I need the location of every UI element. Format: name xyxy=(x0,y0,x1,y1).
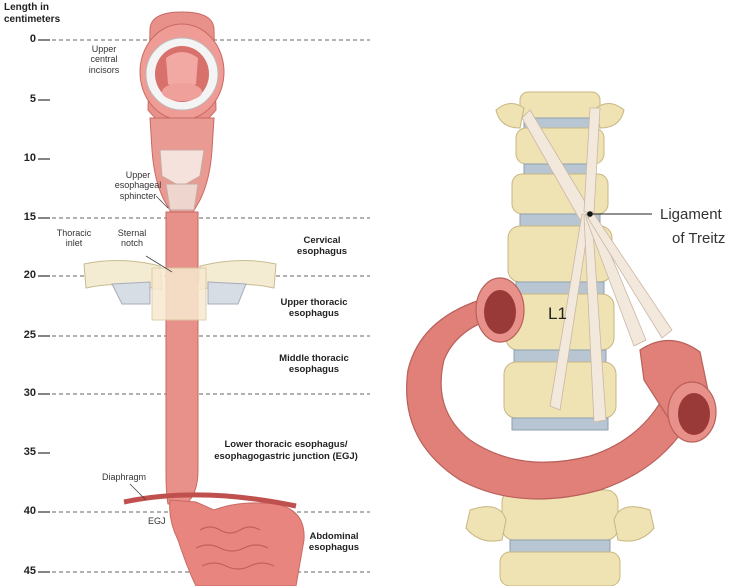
ligament-of-treitz-label-line2: of Treitz xyxy=(672,230,725,247)
vertebra-l1-label: L1 xyxy=(548,304,567,324)
ligament-of-treitz-label-line1: Ligament xyxy=(660,206,722,223)
